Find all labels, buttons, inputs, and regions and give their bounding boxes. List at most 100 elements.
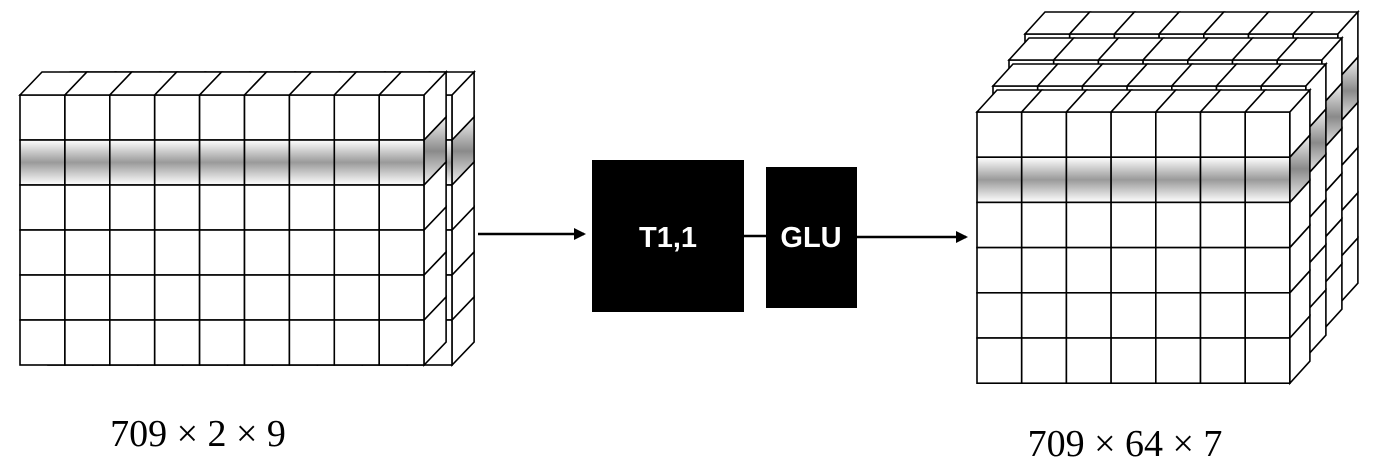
cube-front-face [1110,201,1157,249]
cube-front-face [19,319,66,366]
cube-front-face [976,246,1023,294]
cube-front-face [378,229,425,276]
output-tensor [975,9,1360,386]
cube-front-face [1155,246,1202,294]
cube-front-face [1199,111,1247,159]
cube-front-face [1244,246,1291,294]
cube-front-face [153,319,201,366]
cube-front-face [1110,246,1157,294]
cube-front-face [333,184,380,231]
cube-front-face [1065,246,1112,294]
cube-front-face [64,139,111,186]
cube-front-face [378,184,425,231]
cube-front-face [64,274,111,321]
cube-front-face [976,201,1023,249]
cube-front-face [1199,201,1247,249]
cube-front-face [243,94,291,141]
cube-front-face [378,274,425,321]
input-shape-label: 709 × 2 × 9 [110,413,286,455]
tensor-slice-1 [975,87,1312,386]
cube-front-face [1020,156,1068,204]
cube-front-face [333,274,380,321]
cube-front-face [333,319,380,366]
cube-front-face [288,94,336,141]
cube-front-face [976,291,1023,339]
cube-front-face [243,319,291,366]
cube-front-face [976,337,1023,385]
cube-front-face [1065,201,1112,249]
cube-front-face [1155,201,1202,249]
cube-front-face [19,274,66,321]
cube-front-face [288,229,336,276]
cube-front-face [1199,337,1247,385]
cube-front-face [1155,337,1202,385]
cube-front-face [109,274,156,321]
cube-front-face [1110,156,1157,204]
glu-block-label: GLU [780,222,841,254]
cube-front-face [198,184,246,231]
conv-block-label: T1,1 [639,222,697,254]
cube-front-face [1110,111,1157,159]
cube-front-face [243,274,291,321]
cube-front-face [153,139,201,186]
cube-front-face [198,139,246,186]
cube-front-face [109,319,156,366]
cube-front-face [1244,156,1291,204]
cube-front-face [1020,111,1068,159]
cube-side-face [451,295,475,367]
cube-front-face [333,139,380,186]
cube-front-face [64,319,111,366]
cube-front-face [288,184,336,231]
cube-front-face [1244,111,1291,159]
cube-front-face [64,94,111,141]
cube-front-face [243,229,291,276]
cube-front-face [1110,337,1157,385]
cube-front-face [19,184,66,231]
cube-side-face [1289,313,1311,386]
cube-front-face [333,94,380,141]
cube-front-face [109,229,156,276]
cube-front-face [1065,291,1112,339]
cube-front-face [976,111,1023,159]
cube-front-face [1199,291,1247,339]
cube-front-face [153,274,201,321]
cube-front-face [1020,201,1068,249]
cube-front-face [1020,246,1068,294]
cube-front-face [288,139,336,186]
cube-front-face [243,184,291,231]
cube-front-face [333,229,380,276]
cube-front-face [19,229,66,276]
cube-front-face [109,94,156,141]
cube-front-face [109,184,156,231]
cube-front-face [378,94,425,141]
cube-front-face [19,94,66,141]
cube-side-face [423,295,447,367]
cube-front-face [1155,156,1202,204]
cube-front-face [198,319,246,366]
cube-front-face [198,229,246,276]
cube-front-face [1065,156,1112,204]
output-shape-label: 709 × 64 × 7 [1028,423,1223,465]
tensor-slice-1 [18,70,448,367]
cube-front-face [1110,291,1157,339]
cube-front-face [153,184,201,231]
cube-front-face [1199,156,1247,204]
cube-front-face [1244,337,1291,385]
cube-front-face [64,184,111,231]
cube-front-face [198,94,246,141]
cube-front-face [243,139,291,186]
cube-front-face [198,274,246,321]
cube-front-face [1155,291,1202,339]
cube-front-face [1244,291,1291,339]
cube-front-face [1244,201,1291,249]
cube-front-face [976,156,1023,204]
cube-front-face [64,229,111,276]
cube-front-face [1155,111,1202,159]
cube-front-face [1065,337,1112,385]
cube-front-face [1199,246,1247,294]
cube-front-face [378,319,425,366]
conv-block [592,160,744,312]
cube-front-face [153,94,201,141]
cube-front-face [378,139,425,186]
